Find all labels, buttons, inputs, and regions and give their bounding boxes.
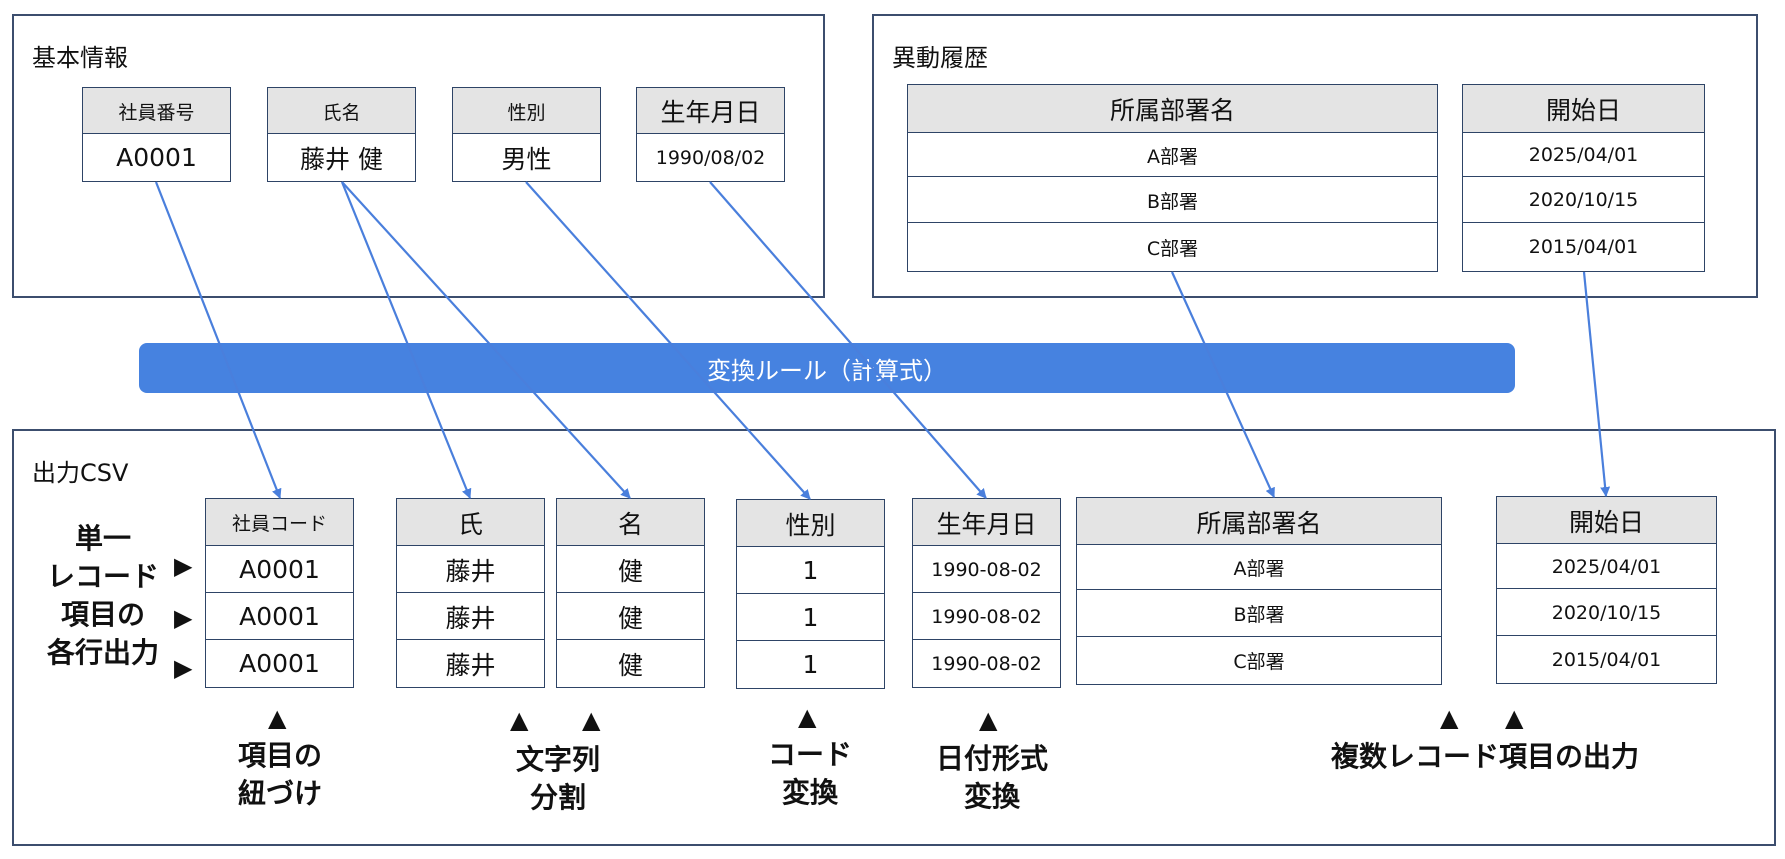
history-title: 異動履歴 [892,44,988,72]
up-triangle-split-2-icon: ▲ [582,706,601,734]
output-mei-1: 健 [556,545,705,594]
basic-header-employee-number: 社員番号 [82,87,231,135]
up-triangle-date-icon: ▲ [979,706,998,734]
multi-record-label: 複数レコード項目の出力 [1330,740,1639,773]
string-split-label: 文字列 分割 [515,743,600,814]
output-header-start: 開始日 [1496,496,1717,545]
conversion-rule-banner: 変換ルール（計算式） [139,343,1515,393]
up-triangle-code-icon: ▲ [798,703,817,731]
output-header-mei: 名 [556,498,705,547]
output-birth-1: 1990-08-02 [912,545,1061,594]
output-mei-3: 健 [556,639,705,688]
output-sei-3: 藤井 [396,639,545,688]
up-triangle-split-1-icon: ▲ [510,706,529,734]
basic-value-gender: 男性 [452,133,601,182]
output-start-1: 2025/04/01 [1496,543,1717,590]
output-start-3: 2015/04/01 [1496,635,1717,684]
history-start-2: 2020/10/15 [1462,176,1705,224]
output-header-sei: 氏 [396,498,545,547]
single-record-label: 単一 レコード 項目の 各行出力 [46,522,159,669]
output-sei-1: 藤井 [396,545,545,594]
output-code-1: A0001 [205,545,354,594]
up-triangle-mapping-icon: ▲ [268,704,287,732]
history-header-dept: 所属部署名 [907,84,1438,134]
up-triangle-multi-1-icon: ▲ [1440,704,1459,732]
output-gender-1: 1 [736,546,885,595]
row-pointer-3-icon: ▶ [174,654,193,682]
output-dept-3: C部署 [1076,636,1442,685]
row-pointer-1-icon: ▶ [174,552,193,580]
output-csv-title: 出力CSV [32,459,129,487]
row-pointer-2-icon: ▶ [174,604,193,632]
basic-info-title: 基本情報 [32,44,128,72]
history-header-start: 開始日 [1462,84,1705,134]
output-header-employee-code: 社員コード [205,498,354,547]
basic-header-birthdate: 生年月日 [636,87,785,135]
output-header-gender: 性別 [736,499,885,548]
basic-value-employee-number: A0001 [82,133,231,182]
output-gender-2: 1 [736,593,885,642]
output-code-2: A0001 [205,592,354,641]
basic-header-name: 氏名 [267,87,416,135]
output-header-dept: 所属部署名 [1076,497,1442,546]
code-convert-label: コード 変換 [767,738,852,809]
output-birth-2: 1990-08-02 [912,592,1061,641]
mapping-label: 項目の 紐づけ [237,739,322,810]
output-header-birthdate: 生年月日 [912,498,1061,547]
output-mei-2: 健 [556,592,705,641]
output-sei-2: 藤井 [396,592,545,641]
up-triangle-multi-2-icon: ▲ [1505,704,1524,732]
date-format-label: 日付形式 変換 [935,742,1048,813]
output-dept-2: B部署 [1076,589,1442,638]
basic-value-name: 藤井 健 [267,133,416,182]
history-start-3: 2015/04/01 [1462,222,1705,272]
history-start-1: 2025/04/01 [1462,132,1705,178]
output-gender-3: 1 [736,640,885,689]
output-birth-3: 1990-08-02 [912,639,1061,688]
history-dept-1: A部署 [907,132,1438,178]
history-dept-2: B部署 [907,176,1438,224]
output-dept-1: A部署 [1076,544,1442,591]
history-dept-3: C部署 [907,222,1438,272]
output-code-3: A0001 [205,639,354,688]
basic-header-gender: 性別 [452,87,601,135]
basic-value-birthdate: 1990/08/02 [636,133,785,182]
output-start-2: 2020/10/15 [1496,588,1717,637]
